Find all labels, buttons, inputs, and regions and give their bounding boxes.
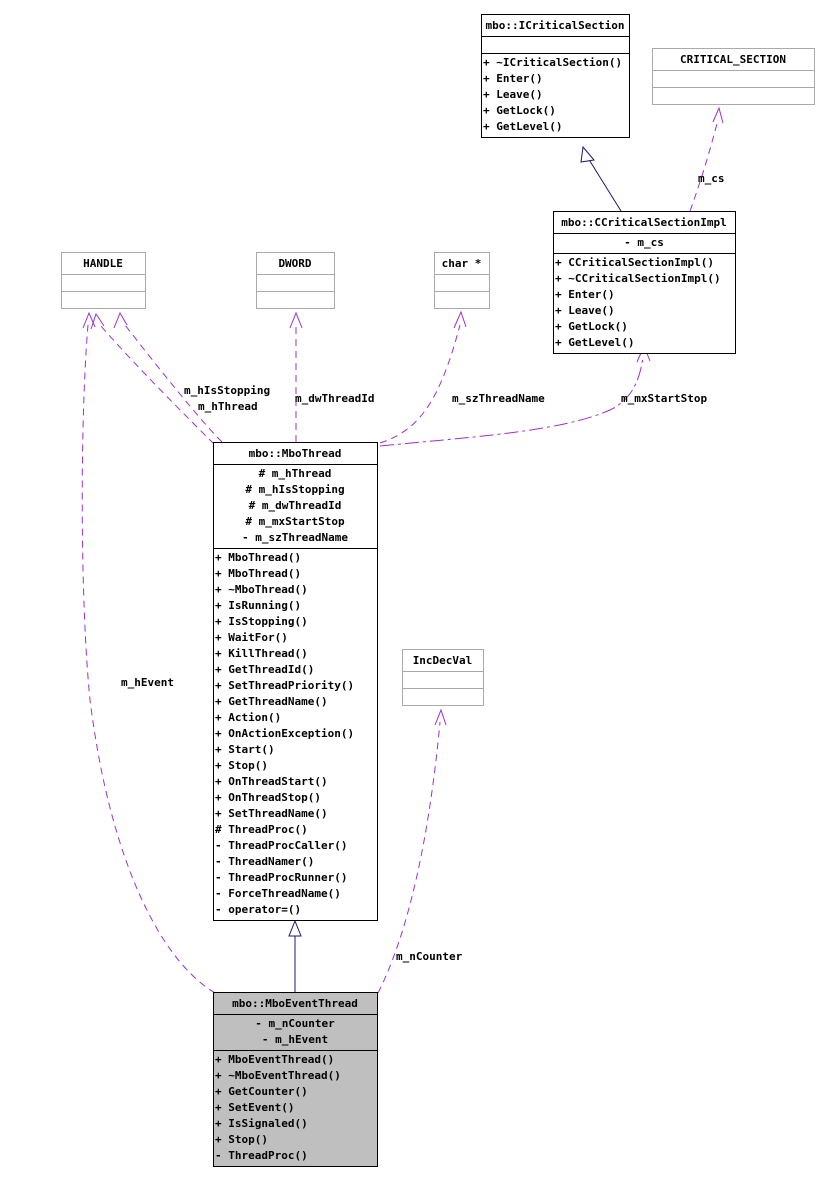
class-method: + Start() bbox=[215, 743, 275, 756]
class-method: + SetThreadName() bbox=[215, 807, 328, 820]
edge-label-lbl-m-ncounter: m_nCounter bbox=[396, 950, 463, 963]
class-method: + ~CCriticalSectionImpl() bbox=[555, 272, 721, 285]
class-attribute: # m_mxStartStop bbox=[245, 515, 345, 528]
edge-association-ccriticalsectionimpl-to-critical-section bbox=[689, 106, 724, 212]
class-box-critical_section[interactable]: CRITICAL_SECTION bbox=[652, 48, 815, 105]
class-method: + KillThread() bbox=[215, 647, 308, 660]
class-method: + GetLevel() bbox=[555, 336, 634, 349]
class-method: + GetThreadId() bbox=[215, 663, 314, 676]
class-box-charptr[interactable]: char * bbox=[434, 252, 490, 309]
edge-label-lbl-m-dwthreadid: m_dwThreadId bbox=[295, 392, 374, 405]
class-attribute: # m_dwThreadId bbox=[249, 499, 342, 512]
class-method: + GetLock() bbox=[483, 104, 556, 117]
class-box-mbothread[interactable]: mbo::MboThread# m_hThread# m_hIsStopping… bbox=[213, 442, 378, 921]
class-method: + CCriticalSectionImpl() bbox=[555, 256, 714, 269]
edge-association-mboeventthread-to-incdecval bbox=[377, 708, 447, 994]
class-name-incdecval: IncDecVal bbox=[413, 654, 473, 667]
class-method: + GetThreadName() bbox=[215, 695, 328, 708]
class-name-ccriticalsectionimpl: mbo::CCriticalSectionImpl bbox=[561, 216, 727, 229]
class-name-dword: DWORD bbox=[278, 257, 311, 270]
class-boxes-layer: mbo::ICriticalSection+ ~ICriticalSection… bbox=[61, 14, 815, 1167]
edge-label-lbl-m-cs: m_cs bbox=[698, 172, 725, 185]
class-method: + GetLock() bbox=[555, 320, 628, 333]
class-name-mboeventthread: mbo::MboEventThread bbox=[232, 997, 358, 1010]
class-name-icriticalsection: mbo::ICriticalSection bbox=[485, 19, 624, 32]
edge-label-lbl-m-mxstartstop: m_mxStartStop bbox=[621, 392, 707, 405]
class-method: + MboEventThread() bbox=[215, 1053, 334, 1066]
class-method: + Leave() bbox=[555, 304, 615, 317]
class-method: + SetEvent() bbox=[215, 1101, 294, 1114]
class-name-critical_section: CRITICAL_SECTION bbox=[680, 53, 786, 66]
class-method: + MboThread() bbox=[215, 551, 301, 564]
class-method: + GetCounter() bbox=[215, 1085, 308, 1098]
class-method: + ~MboEventThread() bbox=[215, 1069, 341, 1082]
class-method: + OnActionException() bbox=[215, 727, 354, 740]
class-method: + Stop() bbox=[215, 1133, 268, 1146]
edge-association-mbothread-to-handle-hthread bbox=[90, 312, 215, 445]
edge-association-mboeventthread-to-handle bbox=[81, 311, 216, 994]
class-method: + ~ICriticalSection() bbox=[483, 56, 622, 69]
class-box-incdecval[interactable]: IncDecVal bbox=[402, 649, 484, 706]
class-method: + IsSignaled() bbox=[215, 1117, 308, 1130]
class-method: + WaitFor() bbox=[215, 631, 288, 644]
edge-association-mbothread-to-dword bbox=[289, 311, 303, 442]
class-box-dword[interactable]: DWORD bbox=[256, 252, 335, 309]
class-method: + IsStopping() bbox=[215, 615, 308, 628]
class-name-mbothread: mbo::MboThread bbox=[249, 447, 342, 460]
class-method: + Action() bbox=[215, 711, 281, 724]
edge-label-lbl-m-szthreadname: m_szThreadName bbox=[452, 392, 545, 405]
edge-label-lbl-m-hisstopping: m_hIsStopping bbox=[184, 384, 270, 397]
edge-labels-layer: m_cs m_hIsStopping m_hThread m_dwThreadId m_… bbox=[121, 172, 725, 963]
class-box-outline bbox=[61, 252, 146, 309]
class-method: + Leave() bbox=[483, 88, 543, 101]
edge-association-mbothread-to-handle-isstopping bbox=[113, 311, 223, 443]
class-box-outline bbox=[213, 442, 378, 921]
class-attribute: - m_cs bbox=[624, 236, 664, 249]
class-box-handle[interactable]: HANDLE bbox=[61, 252, 146, 309]
class-method: - ThreadProcCaller() bbox=[215, 839, 347, 852]
class-attribute: - m_hEvent bbox=[262, 1033, 328, 1046]
edge-inheritance-ccriticalsectionimpl-to-icriticalsection bbox=[580, 145, 622, 212]
class-method: - ForceThreadName() bbox=[215, 887, 341, 900]
class-method: + SetThreadPriority() bbox=[215, 679, 354, 692]
class-method: + ~MboThread() bbox=[215, 583, 308, 596]
class-method: + GetLevel() bbox=[483, 120, 562, 133]
class-box-ccriticalsectionimpl[interactable]: mbo::CCriticalSectionImpl- m_cs+ CCritic… bbox=[553, 211, 736, 354]
class-method: - ThreadProc() bbox=[215, 1149, 308, 1162]
class-method: - ThreadNamer() bbox=[215, 855, 314, 868]
class-method: + Stop() bbox=[215, 759, 268, 772]
class-method: + Enter() bbox=[555, 288, 615, 301]
class-method: # ThreadProc() bbox=[215, 823, 308, 836]
class-box-outline bbox=[652, 48, 815, 105]
class-attribute: # m_hThread bbox=[259, 467, 332, 480]
edge-label-lbl-m-hthread: m_hThread bbox=[198, 400, 258, 413]
edge-association-mbothread-to-charptr bbox=[379, 310, 467, 444]
class-attribute: # m_hIsStopping bbox=[245, 483, 344, 496]
class-method: + IsRunning() bbox=[215, 599, 301, 612]
class-method: + MboThread() bbox=[215, 567, 301, 580]
class-attribute: - m_szThreadName bbox=[242, 531, 348, 544]
class-name-charptr: char * bbox=[442, 257, 482, 270]
class-method: + OnThreadStop() bbox=[215, 791, 321, 804]
class-box-icriticalsection[interactable]: mbo::ICriticalSection+ ~ICriticalSection… bbox=[481, 14, 630, 138]
edge-label-lbl-m-hevent: m_hEvent bbox=[121, 676, 174, 689]
class-box-mboeventthread[interactable]: mbo::MboEventThread- m_nCounter- m_hEven… bbox=[213, 992, 378, 1167]
class-name-handle: HANDLE bbox=[83, 257, 123, 270]
class-box-outline bbox=[481, 14, 630, 138]
class-method: + Enter() bbox=[483, 72, 543, 85]
class-box-outline bbox=[256, 252, 335, 309]
class-method: + OnThreadStart() bbox=[215, 775, 328, 788]
class-box-outline bbox=[553, 211, 736, 354]
class-method: - ThreadProcRunner() bbox=[215, 871, 347, 884]
class-box-outline bbox=[402, 649, 484, 706]
class-box-outline bbox=[434, 252, 490, 309]
class-attribute: - m_nCounter bbox=[255, 1017, 335, 1030]
class-method: - operator=() bbox=[215, 903, 301, 916]
edge-inheritance-mboeventthread-to-mbothread bbox=[288, 919, 302, 992]
class-box-outline bbox=[213, 992, 378, 1167]
